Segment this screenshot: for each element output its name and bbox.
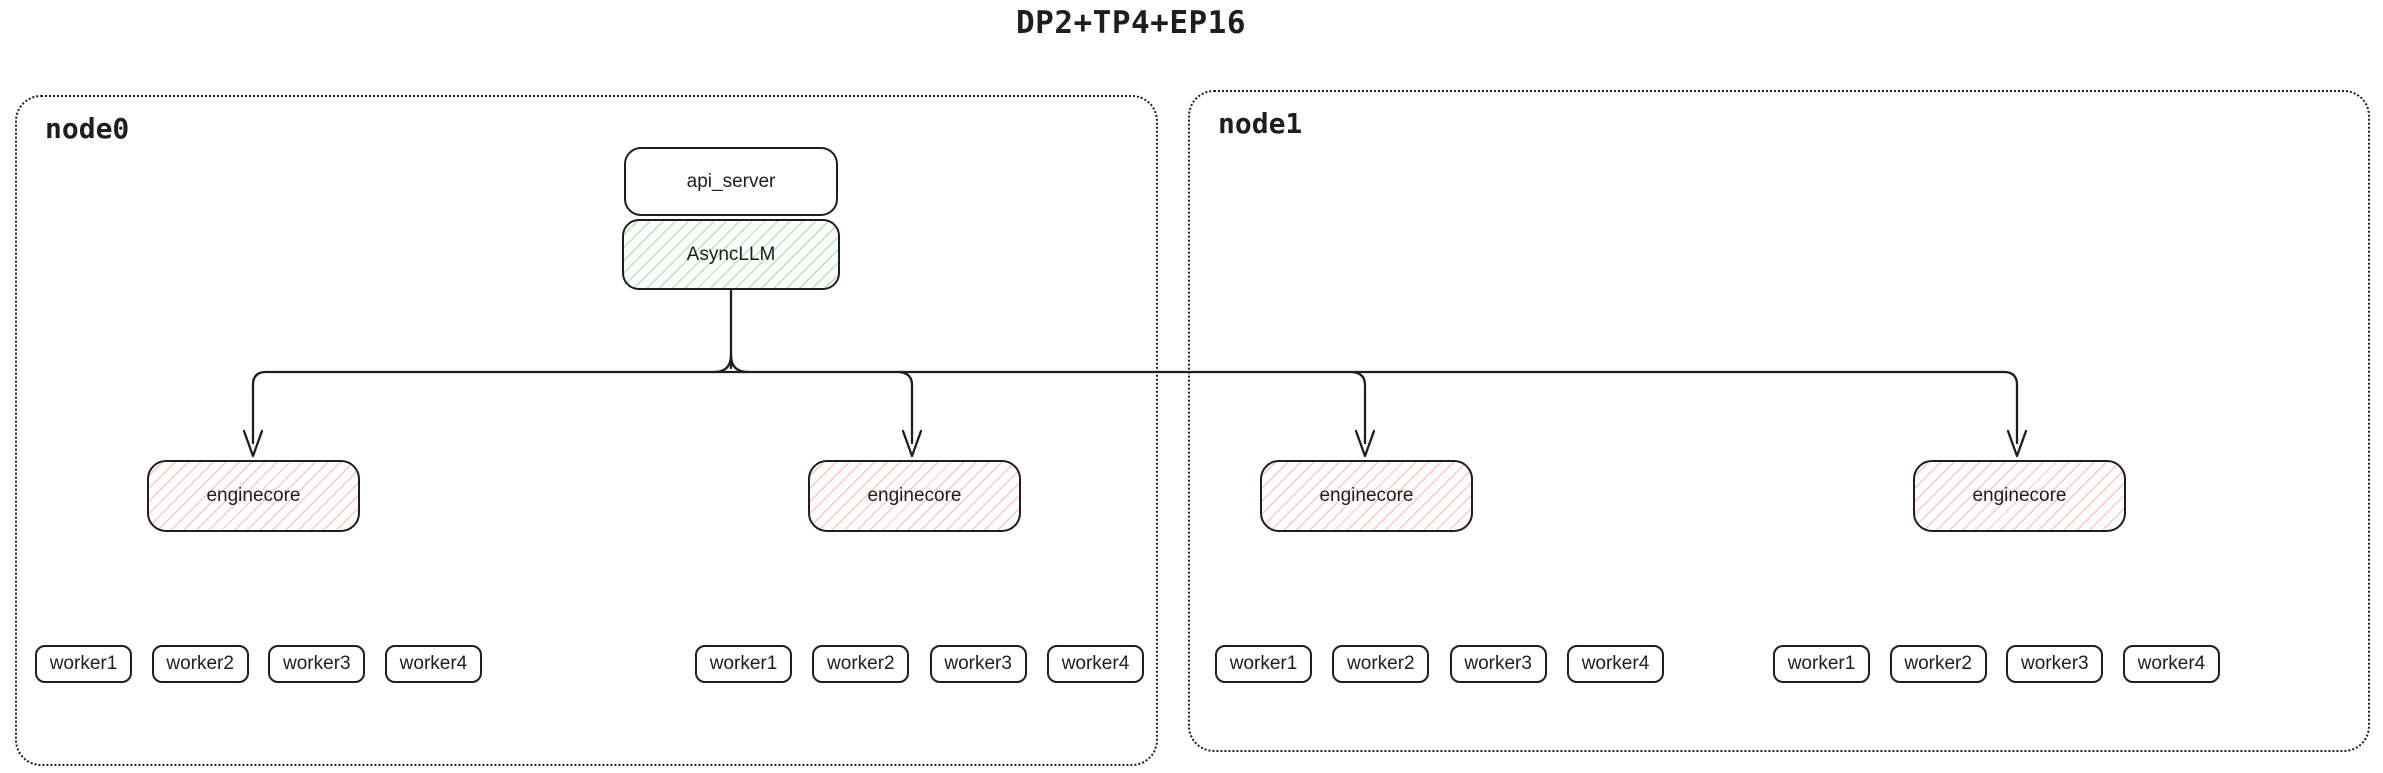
worker-box: worker1 (1215, 645, 1312, 683)
enginecore-box: enginecore (808, 460, 1021, 532)
worker-box: worker4 (2122, 645, 2220, 683)
worker-box: worker1 (35, 645, 132, 683)
worker-box: worker2 (812, 645, 910, 683)
node1-label: node1 (1218, 107, 1303, 140)
worker-box: worker3 (929, 645, 1027, 683)
worker-box: worker3 (268, 645, 366, 683)
worker-box: worker4 (1046, 645, 1144, 683)
diagram-title: DP2+TP4+EP16 (1016, 5, 1246, 41)
worker-box: worker2 (1889, 645, 1987, 683)
worker-box: worker2 (151, 645, 249, 683)
enginecore-box: enginecore (1913, 460, 2126, 532)
worker-box: worker4 (384, 645, 482, 683)
worker-box: worker3 (1449, 645, 1547, 683)
worker-row: worker1 worker2 worker3 worker4 (35, 645, 482, 683)
enginecore-box: enginecore (1260, 460, 1473, 532)
worker-box: worker1 (695, 645, 792, 683)
api-server-box: api_server (624, 147, 838, 216)
worker-box: worker1 (1773, 645, 1870, 683)
enginecore-box: enginecore (147, 460, 360, 532)
worker-row: worker1 worker2 worker3 worker4 (1215, 645, 1664, 683)
worker-box: worker4 (1566, 645, 1664, 683)
async-llm-box: AsyncLLM (622, 219, 840, 290)
worker-box: worker2 (1332, 645, 1430, 683)
worker-row: worker1 worker2 worker3 worker4 (695, 645, 1144, 683)
worker-box: worker3 (2006, 645, 2104, 683)
node0-label: node0 (45, 112, 130, 145)
worker-row: worker1 worker2 worker3 worker4 (1773, 645, 2220, 683)
